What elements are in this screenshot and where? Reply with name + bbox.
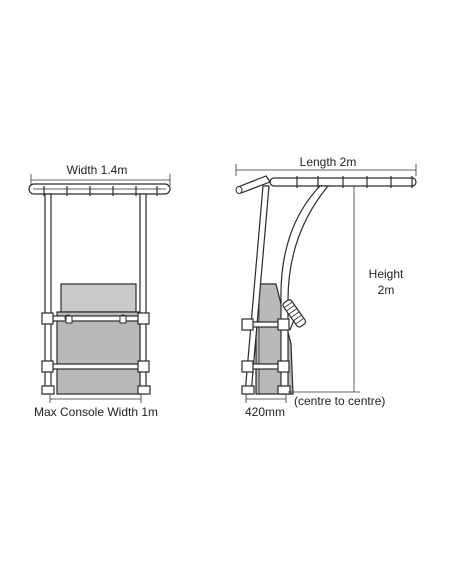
front-console xyxy=(56,283,142,395)
length-label: Length 2m xyxy=(300,155,357,169)
side-view: Length 2m xyxy=(235,155,417,419)
front-top-frame xyxy=(28,183,171,196)
front-feet xyxy=(41,385,151,395)
side-feet xyxy=(241,385,291,395)
length-dimension xyxy=(235,164,417,176)
height-label-line1: Height xyxy=(369,267,404,281)
centre-note: (centre to centre) xyxy=(294,394,385,408)
console-width-label: Max Console Width 1m xyxy=(34,405,158,419)
side-clamps xyxy=(241,318,290,373)
width-label: Width 1.4m xyxy=(67,163,128,177)
width-dimension xyxy=(30,174,171,186)
base-label: 420mm xyxy=(245,405,285,419)
height-dimension xyxy=(288,185,360,393)
console-width-dimension xyxy=(49,395,142,403)
steering-shaft xyxy=(289,319,295,331)
steering-wheel-icon xyxy=(282,299,307,328)
base-dimension xyxy=(245,395,287,403)
side-top-frame xyxy=(235,175,417,194)
front-clamps xyxy=(41,312,150,373)
front-view: Width 1.4m xyxy=(28,163,171,419)
height-label-line2: 2m xyxy=(378,283,395,297)
